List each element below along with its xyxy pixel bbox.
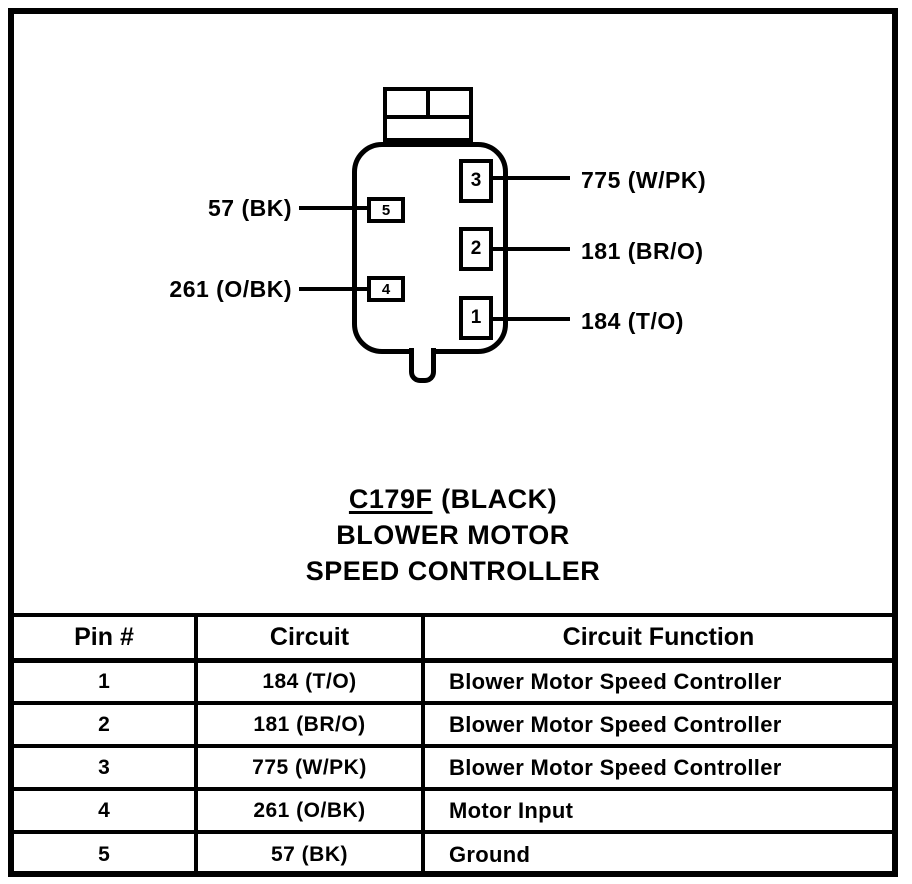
pin-number: 3 <box>470 170 482 191</box>
leader-line-pin4 <box>299 287 368 291</box>
cell-circuit: 57 (BK) <box>194 830 425 875</box>
cell-function: Blower Motor Speed Controller <box>421 744 892 791</box>
leader-line-pin3 <box>491 176 570 180</box>
col-header-circuit: Circuit <box>194 613 425 663</box>
tab-cell-left <box>387 91 430 115</box>
table-header-row: Pin # Circuit Circuit Function <box>14 613 892 663</box>
wire-label-pin4: 261 (O/BK) <box>169 276 292 302</box>
cell-function: Ground <box>421 830 892 875</box>
table-row: 5 57 (BK) Ground <box>14 830 892 875</box>
connector-title-line1: C179F (BLACK) <box>8 481 898 517</box>
table-row: 2 181 (BR/O) Blower Motor Speed Controll… <box>14 701 892 748</box>
pin-number: 5 <box>381 201 391 219</box>
pin-4-box: 4 <box>367 276 405 302</box>
pin-number: 2 <box>470 238 482 259</box>
pin-number: 4 <box>381 280 391 298</box>
table-row: 4 261 (O/BK) Motor Input <box>14 787 892 834</box>
pin-3-box: 3 <box>459 159 493 203</box>
wire-label-pin2: 181 (BR/O) <box>581 238 704 264</box>
cell-function: Blower Motor Speed Controller <box>421 701 892 748</box>
leader-line-pin2 <box>491 247 570 251</box>
wire-label-pin5: 57 (BK) <box>207 195 292 221</box>
cell-circuit: 181 (BR/O) <box>194 701 425 748</box>
cell-pin: 3 <box>14 744 198 791</box>
pin-5-box: 5 <box>367 197 405 223</box>
pin-number: 1 <box>470 307 482 328</box>
connector-bottom-notch <box>409 348 436 383</box>
pin-2-box: 2 <box>459 227 493 271</box>
pin-1-box: 1 <box>459 296 493 340</box>
connector-top-tab <box>383 87 473 142</box>
cell-circuit: 261 (O/BK) <box>194 787 425 834</box>
connector-id: C179F <box>348 484 433 514</box>
leader-line-pin1 <box>491 317 570 321</box>
leader-line-pin5 <box>299 206 368 210</box>
pinout-table: Pin # Circuit Circuit Function 1 184 (T/… <box>14 613 892 875</box>
connector-title-line2: BLOWER MOTOR <box>336 520 570 550</box>
cell-pin: 1 <box>14 658 198 705</box>
tab-cell-right <box>430 91 469 115</box>
connector-color: (BLACK) <box>441 484 558 514</box>
wire-label-pin3: 775 (W/PK) <box>581 167 707 193</box>
col-header-function: Circuit Function <box>421 613 892 663</box>
col-header-pin: Pin # <box>14 613 198 663</box>
connector-tab-cells <box>387 91 469 119</box>
cell-circuit: 184 (T/O) <box>194 658 425 705</box>
connector-title-block: C179F (BLACK) BLOWER MOTOR SPEED CONTROLL… <box>8 481 898 589</box>
table-row: 3 775 (W/PK) Blower Motor Speed Controll… <box>14 744 892 791</box>
cell-function: Blower Motor Speed Controller <box>421 658 892 705</box>
cell-pin: 5 <box>14 830 198 875</box>
connector-title-line3: SPEED CONTROLLER <box>305 556 601 586</box>
cell-pin: 2 <box>14 701 198 748</box>
wire-label-pin1: 184 (T/O) <box>581 308 684 334</box>
cell-circuit: 775 (W/PK) <box>194 744 425 791</box>
cell-pin: 4 <box>14 787 198 834</box>
table-row: 1 184 (T/O) Blower Motor Speed Controlle… <box>14 658 892 705</box>
cell-function: Motor Input <box>421 787 892 834</box>
